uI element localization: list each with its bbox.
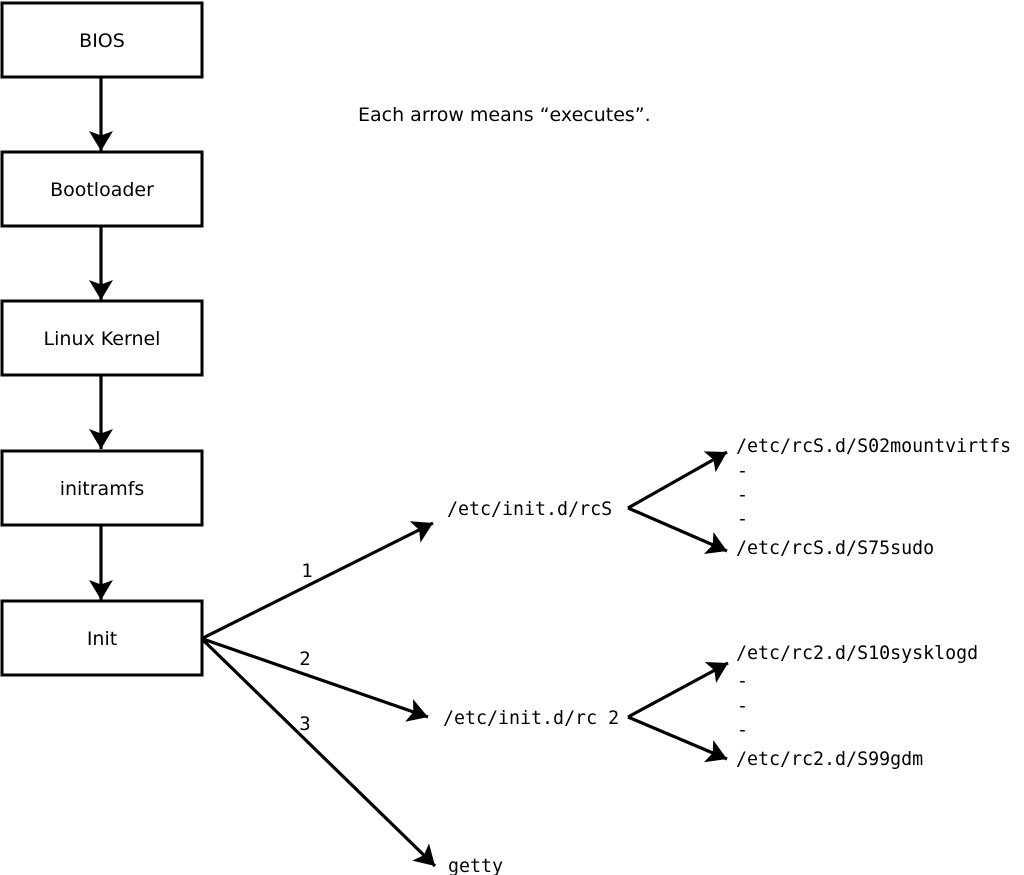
rc2-ellipsis-dash: - (737, 720, 748, 741)
arrow-rcs-to-s02mountvirtfs (627, 450, 728, 510)
arrow-init-to-getty (201, 638, 437, 868)
branch-3-number: 3 (299, 713, 310, 735)
init-box (0, 599, 204, 677)
branch-1-number: 1 (301, 560, 312, 582)
rc2-script-path: /etc/init.d/rc 2 (443, 708, 619, 729)
arrow-rcs-to-s75sudo (627, 506, 728, 555)
bios-box (0, 1, 204, 79)
rc2-last-script: /etc/rc2.d/S99gdm (736, 749, 923, 770)
rc2-ellipsis-dash: - (737, 696, 748, 717)
rcs-last-script: /etc/rcS.d/S75sudo (736, 538, 934, 559)
arrow-rc2-to-s99gdm (627, 715, 728, 763)
bootloader-label: Bootloader (50, 179, 154, 201)
getty-label: getty (448, 856, 503, 875)
bootloader-box (0, 150, 204, 228)
rcs-ellipsis-dash: - (737, 461, 748, 482)
rcs-ellipsis-dash: - (737, 485, 748, 506)
flow-box-init: Init (0, 599, 204, 677)
bios-label: BIOS (79, 30, 125, 52)
rcs-first-script: /etc/rcS.d/S02mountvirtfs (736, 436, 1011, 457)
arrow-init-to-rcs (202, 521, 434, 640)
linux-kernel-label: Linux Kernel (44, 328, 161, 350)
flow-box-linux-kernel: Linux Kernel (0, 299, 204, 377)
arrow-init-to-rc2 (202, 637, 429, 722)
flow-box-bootloader: Bootloader (0, 150, 204, 228)
legend-note: Each arrow means “executes”. (358, 104, 651, 126)
flow-box-initramfs: initramfs (0, 449, 204, 527)
arrow-rc2-to-s10sysklogd (627, 661, 729, 719)
initramfs-label: initramfs (60, 478, 145, 500)
rc2-first-script: /etc/rc2.d/S10sysklogd (736, 643, 978, 664)
flow-box-bios: BIOS (0, 1, 204, 79)
linux-kernel-box (0, 299, 204, 377)
rc2-ellipsis-dash: - (737, 671, 748, 692)
branch-2-number: 2 (299, 648, 310, 670)
rcs-ellipsis-dash: - (737, 509, 748, 530)
rcs-script-path: /etc/init.d/rcS (447, 499, 612, 520)
init-label: Init (87, 628, 117, 650)
